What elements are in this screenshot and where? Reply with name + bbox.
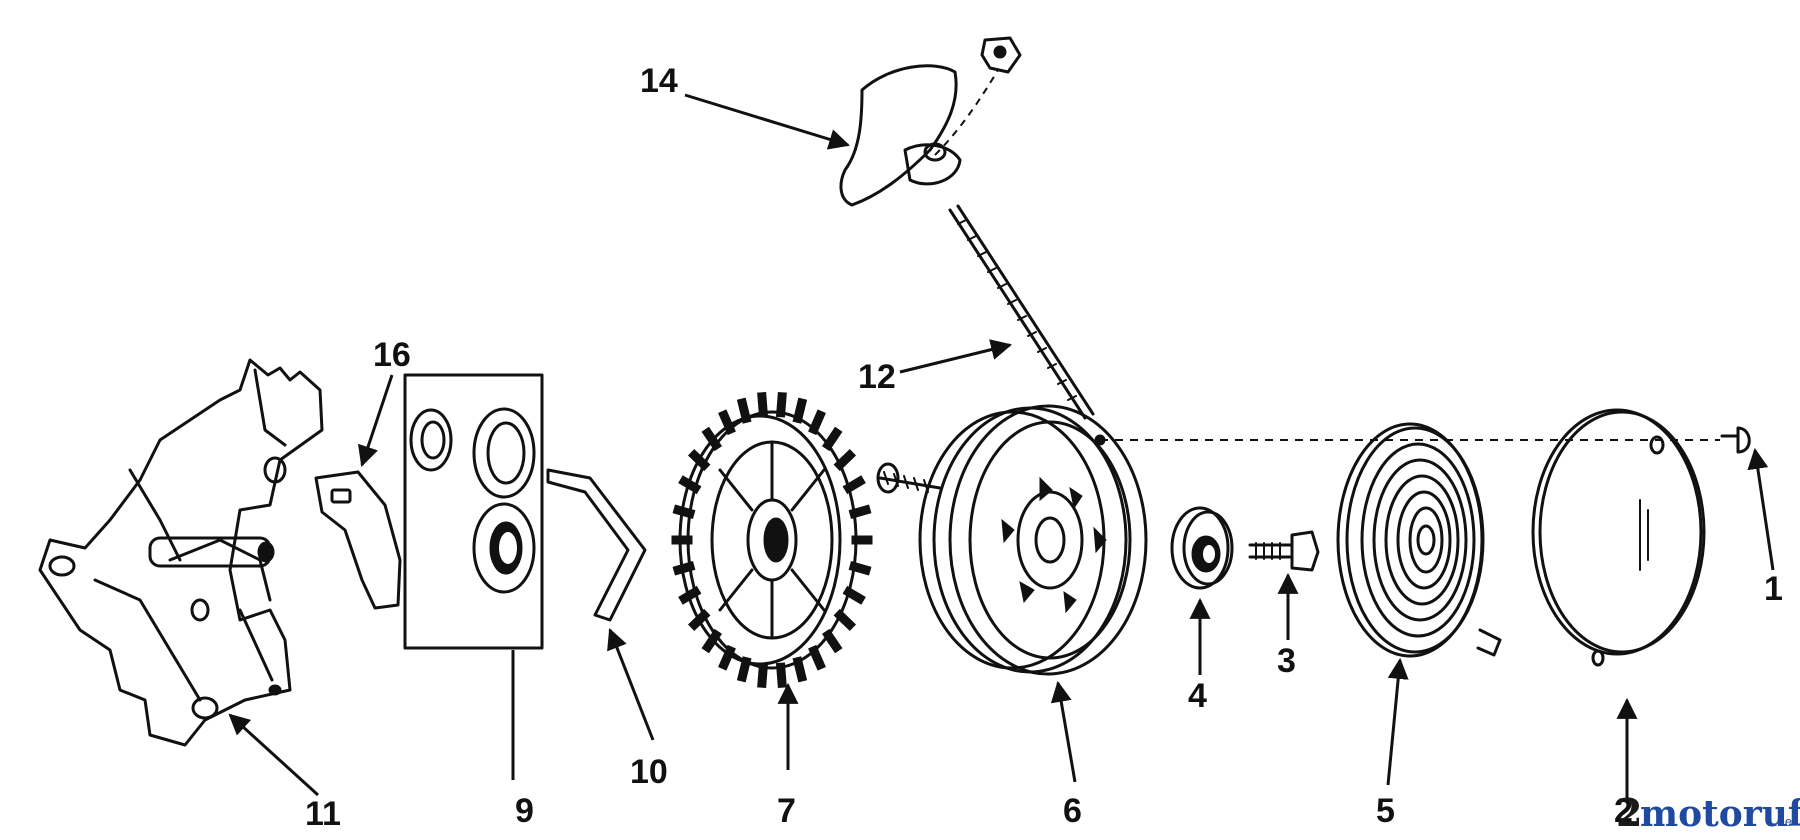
- gear-tooth: [792, 397, 808, 424]
- handle-icon: [839, 36, 1022, 207]
- callout-4: 4: [1188, 677, 1207, 715]
- leader-6: [1050, 680, 1077, 783]
- rope-stub-icon: [876, 462, 942, 494]
- gear-tooth: [808, 644, 826, 671]
- gear-tooth: [821, 628, 843, 654]
- callout-2: 2: [1614, 792, 1633, 830]
- watermark-prefix: 2: [1616, 790, 1642, 835]
- gear-tooth: [678, 475, 702, 495]
- callout-3: 3: [1277, 642, 1296, 680]
- gear-tooth: [687, 448, 711, 472]
- bolt-icon: [1248, 530, 1320, 572]
- leader-14: [684, 93, 851, 150]
- callout-10: 10: [630, 753, 668, 791]
- gear-tooth: [848, 561, 872, 576]
- gear-tooth: [848, 504, 872, 519]
- leader-11: [228, 713, 320, 797]
- gear-tooth: [701, 628, 723, 654]
- leader-10: [607, 628, 655, 741]
- gear-tooth: [821, 426, 843, 452]
- callout-1: 1: [1764, 570, 1783, 608]
- leader-1: [1747, 447, 1775, 571]
- gear-tooth: [842, 585, 866, 605]
- bracket-icon: [38, 358, 324, 747]
- gear-tooth: [718, 409, 736, 436]
- gear-tooth: [678, 585, 702, 605]
- gear-tooth: [808, 409, 826, 436]
- gear-tooth: [775, 391, 787, 418]
- gear-tooth: [757, 662, 769, 689]
- callout-7: 7: [777, 792, 796, 830]
- callout-6: 6: [1063, 792, 1082, 830]
- callout-5: 5: [1376, 792, 1395, 830]
- gear-tooth: [687, 608, 711, 632]
- retainer-cup-icon: [1170, 506, 1234, 590]
- gear-tooth: [701, 426, 723, 452]
- gear-tooth: [736, 397, 752, 424]
- watermark-tld: .de: [1774, 814, 1792, 829]
- gear-tooth: [757, 391, 769, 418]
- pawl-icon: [314, 470, 402, 610]
- gear-tooth: [775, 662, 787, 689]
- gear-tooth: [718, 644, 736, 671]
- gear-tooth: [833, 608, 857, 632]
- leader-5: [1386, 657, 1409, 786]
- cover-plate-icon: [1531, 408, 1706, 667]
- gear-tooth: [842, 475, 866, 495]
- watermark-brand: motoruf: [1640, 793, 1800, 835]
- spiral-spring-icon: [1336, 422, 1502, 658]
- wire-clip-icon: [546, 468, 647, 622]
- leader-16: [358, 374, 394, 467]
- gear-tooth: [736, 656, 752, 683]
- watermark: 2 motoruf .de: [1616, 790, 1800, 835]
- plate-icon: [403, 373, 544, 650]
- leader-12: [899, 339, 1013, 374]
- callout-labels: 1 2 3 4 5 6 7 9 10 11 12 14 16: [305, 62, 1783, 833]
- gear-tooth: [833, 448, 857, 472]
- screw-icon: [1720, 426, 1751, 454]
- rope-icon: [948, 204, 1095, 420]
- gear-tooth: [672, 561, 696, 576]
- callout-12: 12: [858, 358, 896, 396]
- callout-14: 14: [640, 62, 678, 100]
- gear-icon: [671, 391, 873, 689]
- pulley-icon: [918, 404, 1148, 676]
- knot-axis-line: [934, 69, 999, 156]
- callout-16: 16: [373, 336, 411, 374]
- leader-arrows: [228, 93, 1775, 800]
- gear-tooth: [792, 656, 808, 683]
- callout-9: 9: [515, 792, 534, 830]
- callout-11: 11: [305, 795, 341, 833]
- gear-tooth: [672, 504, 696, 519]
